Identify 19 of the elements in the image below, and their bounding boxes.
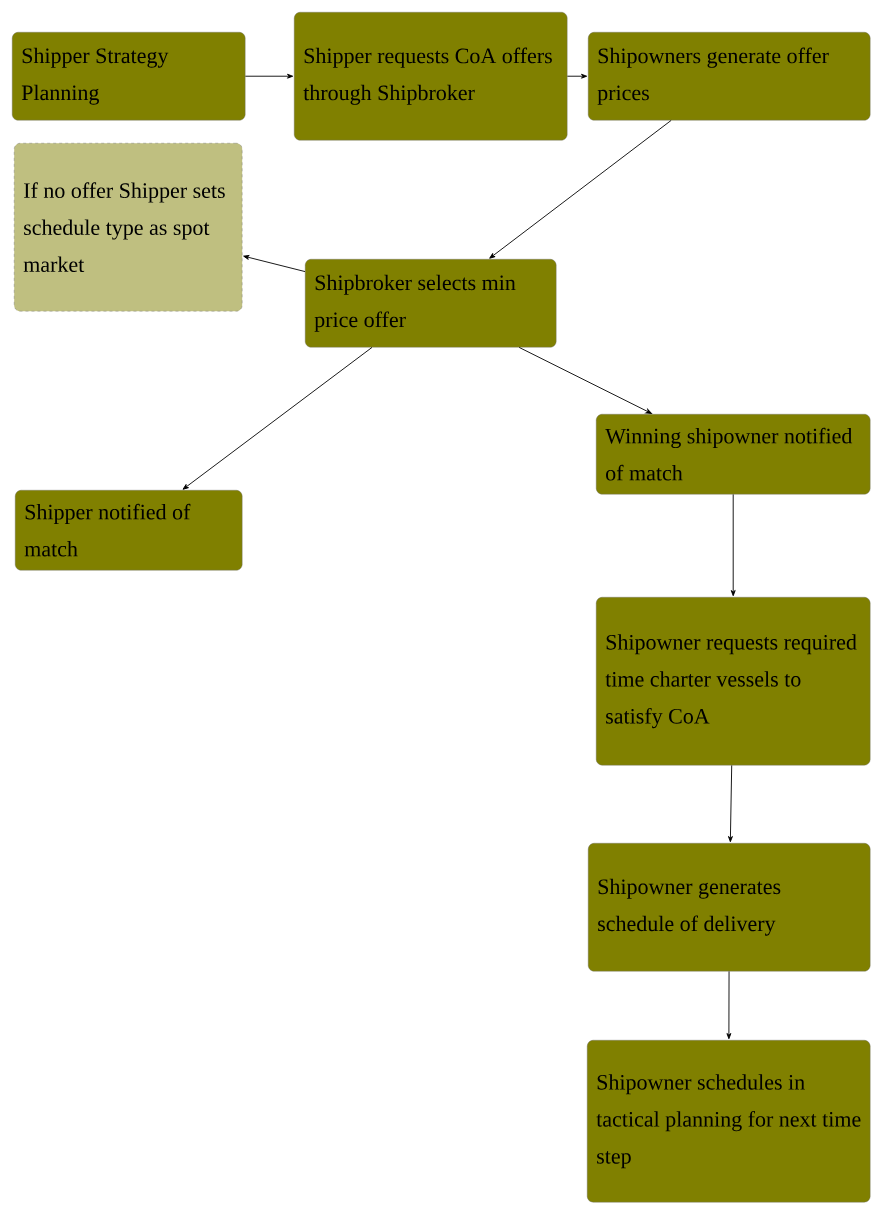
- arrow: [726, 970, 732, 1040]
- arrow: [244, 73, 294, 79]
- process-box: Shipowner requests required time charter vessels to satisfy CoA: [596, 597, 871, 766]
- note-box: If no offer Shipper sets schedule type as spot market: [14, 143, 243, 312]
- process-box: Shipowners generate offer prices: [588, 32, 871, 121]
- arrow: [518, 346, 652, 414]
- arrow: [728, 764, 733, 843]
- process-box: Shipowner generates schedule of delivery: [588, 843, 871, 972]
- arrow: [730, 493, 736, 597]
- process-box: Winning shipowner notified of match: [596, 414, 871, 495]
- arrow: [489, 119, 672, 259]
- process-box: Shipowner schedules in tactical planning for next time step: [587, 1040, 871, 1203]
- process-box: Shipper Strategy Planning: [12, 32, 246, 121]
- process-box: Shipper notified of match: [15, 490, 243, 571]
- process-box: Shipbroker selects min price offer: [305, 259, 557, 348]
- process-box: Shipper requests CoA offers through Shipbroker: [294, 12, 568, 141]
- arrow: [243, 255, 306, 273]
- arrow: [182, 346, 373, 490]
- arrow: [566, 73, 588, 79]
